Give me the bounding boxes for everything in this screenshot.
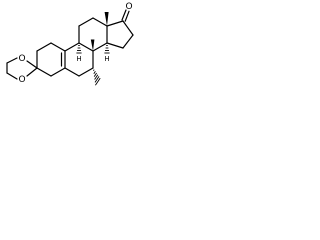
bond-c10-c9 xyxy=(64,42,80,52)
ring-a xyxy=(36,42,66,77)
bond-c4-c3 xyxy=(36,67,52,77)
bond-c17-o-1 xyxy=(121,9,127,21)
bond-c15-c14 xyxy=(106,42,124,49)
stereo-h-c14-label: H xyxy=(104,55,109,63)
bond-c3-o-bottom xyxy=(26,67,38,77)
stereo-h-c8-wedge xyxy=(90,39,95,51)
bond-c5-c4 xyxy=(50,67,66,77)
bond-c2-c1 xyxy=(36,42,52,52)
bond-ch2-o-bottom xyxy=(6,72,18,80)
ring-b xyxy=(64,42,94,77)
stereo-h-c9-hash xyxy=(76,45,82,54)
ketal-oxygen-bottom-label: O xyxy=(18,75,25,85)
molecule-svg: H H O O O xyxy=(6,2,134,86)
bond-c12-c13 xyxy=(92,17,108,27)
stereo-h-c14-hash xyxy=(104,45,110,54)
bond-c14-c8 xyxy=(92,42,108,52)
bond-c9-c8 xyxy=(78,42,94,52)
ring-c xyxy=(78,17,108,52)
methyl-hash-c7 xyxy=(93,69,101,86)
bond-c7-c6 xyxy=(78,67,94,77)
stereo-h-c9-label: H xyxy=(76,55,81,63)
bond-c13-c17 xyxy=(106,20,124,27)
bond-c17-o-2 xyxy=(124,10,130,22)
carbonyl-oxygen-label: O xyxy=(125,2,132,12)
bond-c3-o-top xyxy=(26,60,38,69)
bond-o-top-ch2 xyxy=(6,57,18,64)
ring-d xyxy=(106,20,134,49)
bond-c1-c10 xyxy=(50,42,66,52)
molecule-structure: H H O O O xyxy=(0,0,153,112)
methyl-wedge-c18 xyxy=(104,12,109,26)
dioxolane-ring xyxy=(6,57,38,80)
ketal-oxygen-top-label: O xyxy=(18,54,25,64)
bond-c17-c16 xyxy=(122,20,134,36)
bond-c16-c15 xyxy=(122,34,134,49)
carbonyl-group xyxy=(121,9,130,22)
bond-c6-c5 xyxy=(64,67,80,77)
bond-c11-c12 xyxy=(78,17,94,27)
